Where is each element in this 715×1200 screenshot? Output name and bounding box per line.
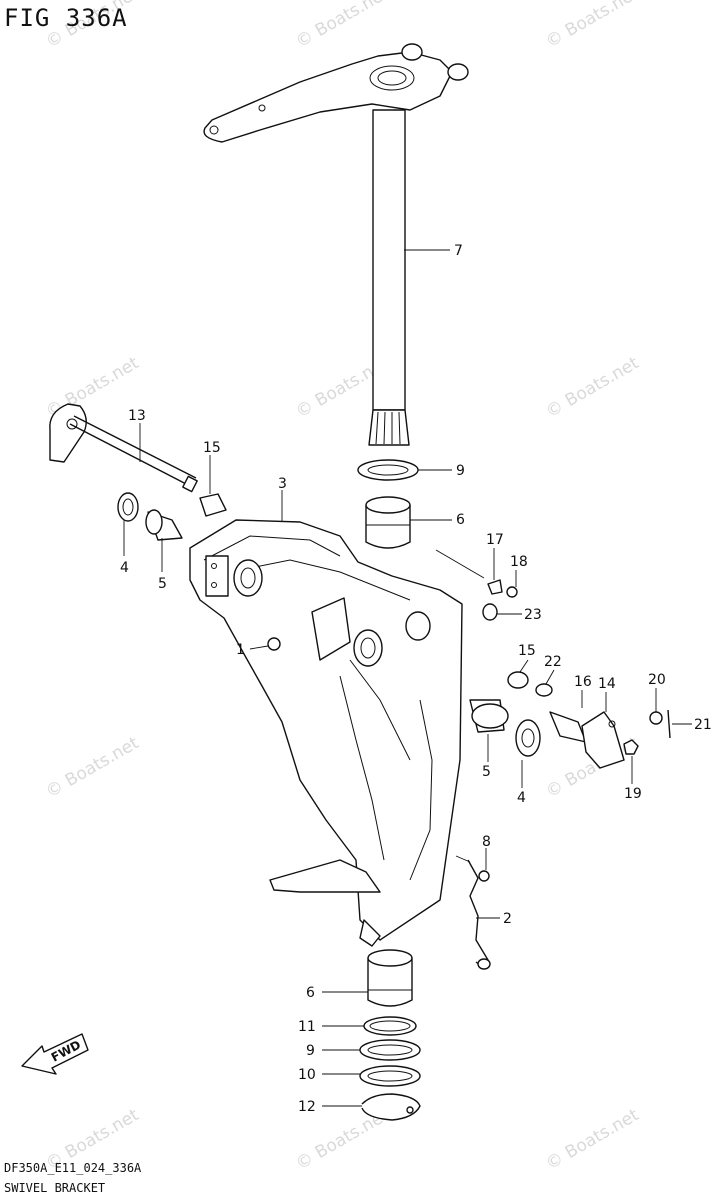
- callout-17: 17: [486, 532, 504, 548]
- callout-19: 19: [624, 786, 642, 802]
- callout-9: 9: [456, 463, 465, 479]
- fwd-arrow: FWD: [21, 1033, 89, 1075]
- callout-14: 14: [598, 676, 616, 692]
- callout-20: 20: [648, 672, 666, 688]
- callout-2: 2: [503, 911, 512, 927]
- callout-15: 15: [203, 440, 221, 456]
- callout-3: 3: [278, 476, 287, 492]
- callout-4b: 4: [517, 790, 526, 806]
- watermark: © Boats.net: [543, 0, 643, 52]
- callout-23: 23: [524, 607, 542, 623]
- callout-7: 7: [454, 243, 463, 259]
- callout-13: 13: [128, 408, 146, 424]
- callout-10: 10: [298, 1067, 316, 1083]
- watermark: © Boats.net: [43, 733, 143, 802]
- small-fasteners: [267, 637, 491, 970]
- callout-18: 18: [510, 554, 528, 570]
- leader-lines: [123, 249, 692, 1107]
- callout-5: 5: [158, 576, 167, 592]
- bottom-stack: [359, 949, 421, 1121]
- callout-21: 21: [694, 717, 712, 733]
- callout-11: 11: [298, 1019, 316, 1035]
- callout-15b: 15: [518, 643, 536, 659]
- diagram-caption: SWIVEL BRACKET: [4, 1181, 105, 1195]
- callout-12: 12: [298, 1099, 316, 1115]
- steering-arm-shaft: [203, 43, 469, 446]
- callout-9b: 9: [306, 1043, 315, 1059]
- figure-title: FIG 336A: [4, 4, 128, 32]
- callout-16: 16: [574, 674, 592, 690]
- callout-1: 1: [236, 642, 245, 658]
- upper-washers: [117, 459, 419, 549]
- callout-22: 22: [544, 654, 562, 670]
- callout-5b: 5: [482, 764, 491, 780]
- callouts: 7 13 15 3 9 6 4 5 17 18 23 1 15 22 16 14…: [120, 243, 712, 1115]
- right-pin-parts: [469, 579, 671, 769]
- watermark: © Boats.net: [293, 0, 393, 52]
- callout-4: 4: [120, 560, 129, 576]
- watermark: © Boats.net: [543, 1105, 643, 1174]
- callout-6: 6: [456, 512, 465, 528]
- callout-6b: 6: [306, 985, 315, 1001]
- bolt-13: [49, 403, 198, 493]
- swivel-bracket: [189, 519, 463, 947]
- callout-8: 8: [482, 834, 491, 850]
- watermark: © Boats.net: [543, 353, 643, 422]
- diagram-code: DF350A_E11_024_336A: [4, 1161, 142, 1175]
